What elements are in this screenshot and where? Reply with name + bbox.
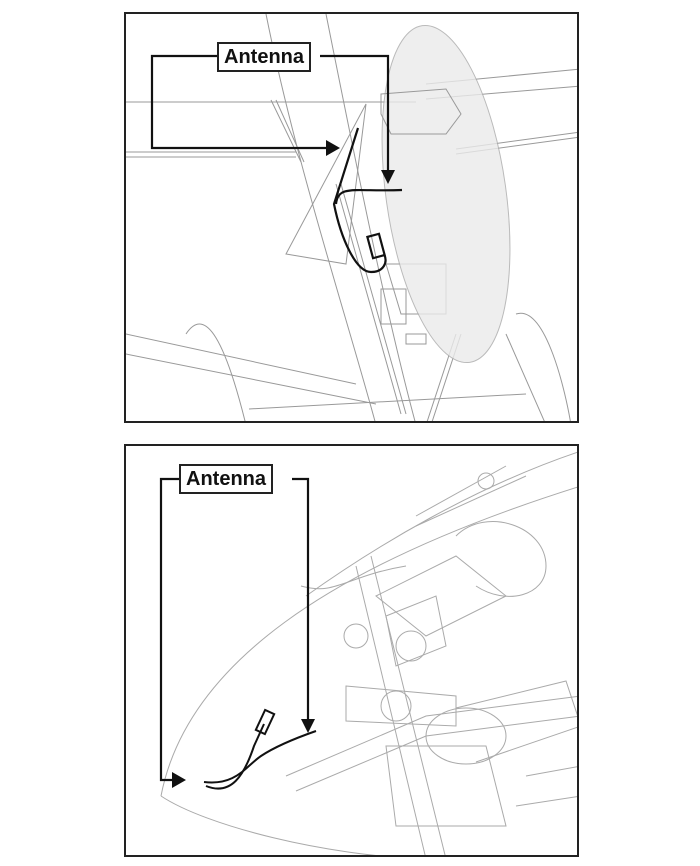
antenna-label: Antenna <box>179 464 273 494</box>
antenna-label: Antenna <box>217 42 311 72</box>
airplane-fuselage-drawing <box>126 14 577 421</box>
airplane-antenna-diagram: Antenna <box>124 12 579 423</box>
helicopter-canopy-drawing <box>159 451 577 855</box>
helicopter-antenna-diagram: Antenna <box>124 444 579 857</box>
